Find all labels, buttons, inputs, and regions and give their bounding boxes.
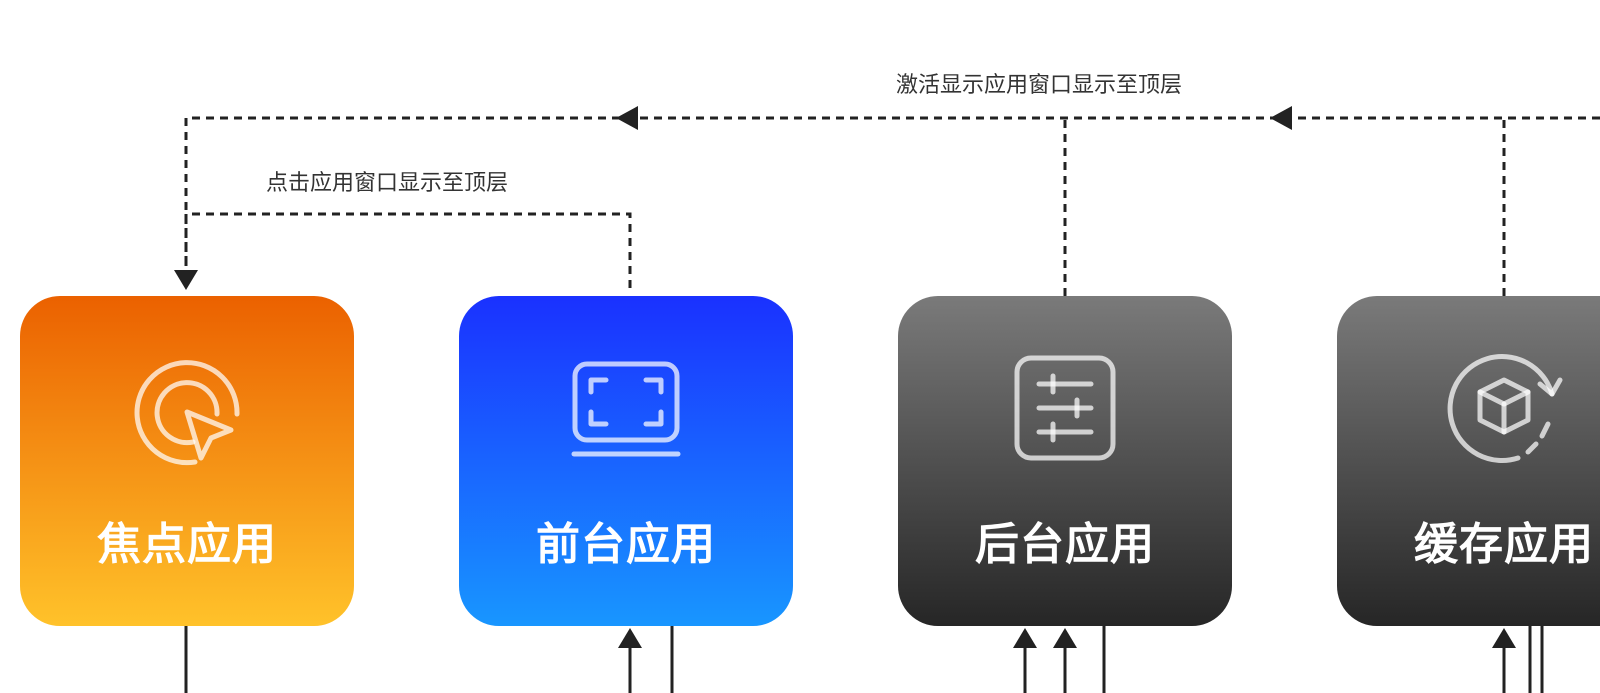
arrowhead-cached-in — [1492, 628, 1516, 648]
card-title-cached: 缓存应用 — [1414, 519, 1594, 570]
arrowhead-focus — [174, 270, 198, 290]
sliders-icon — [1005, 350, 1125, 470]
cursor-click-icon — [127, 350, 247, 470]
label-click-to-top: 点击应用窗口显示至顶层 — [266, 171, 509, 196]
arrowhead-background-in-2 — [1053, 628, 1077, 648]
card-title-focus: 焦点应用 — [97, 519, 277, 570]
arrowhead-top-left — [616, 106, 638, 130]
card-cached-app: 缓存应用 — [1337, 296, 1600, 626]
arrowhead-foreground-in — [618, 628, 642, 648]
arrowhead-background-in-1 — [1013, 628, 1037, 648]
arrowhead-top-right — [1270, 106, 1292, 130]
connector-activate-top — [184, 116, 1600, 270]
card-foreground-app: 前台应用 — [459, 296, 793, 626]
card-title-background: 后台应用 — [975, 519, 1155, 570]
card-focus-app: 焦点应用 — [20, 296, 354, 626]
label-activate-to-top: 激活显示应用窗口显示至顶层 — [896, 73, 1183, 98]
connector-foreground-to-focus — [184, 212, 632, 288]
cube-refresh-icon — [1444, 350, 1564, 470]
screen-frame-icon — [566, 350, 686, 470]
card-title-foreground: 前台应用 — [536, 519, 716, 570]
card-background-app: 后台应用 — [898, 296, 1232, 626]
